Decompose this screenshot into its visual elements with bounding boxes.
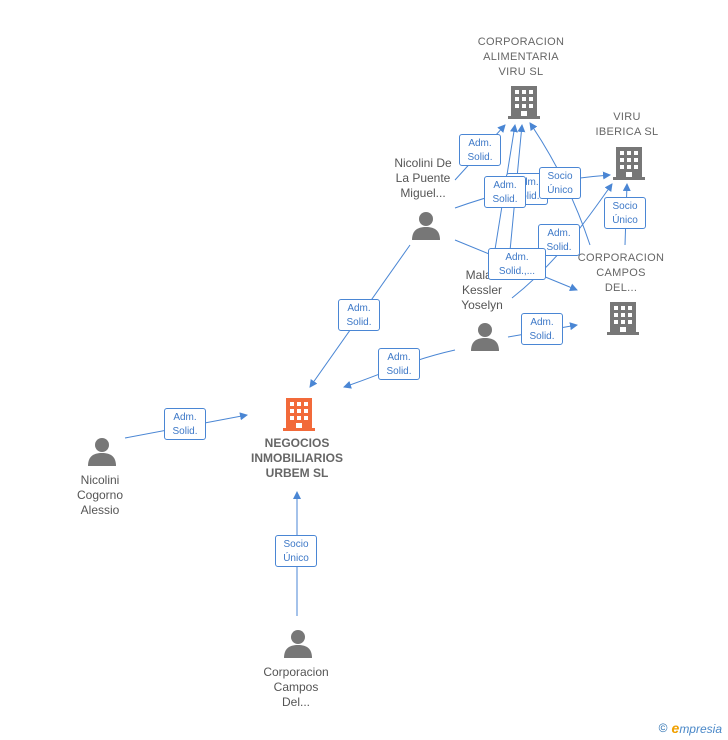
node-label-nicolini-de-la-puente[interactable]: Nicolini De La Puente Miguel... [394, 156, 452, 200]
empresia-logo[interactable]: © empresia [659, 720, 722, 736]
edge-label-socio-unico[interactable]: Socio Único [539, 167, 581, 199]
building-icon[interactable] [613, 145, 645, 181]
node-label-corporacion-alimentaria[interactable]: CORPORACION ALIMENTARIA VIRU SL [477, 36, 565, 78]
edge-label-socio-unico[interactable]: Socio Único [275, 535, 317, 567]
person-icon[interactable] [471, 322, 499, 352]
edge-label-adm-solid[interactable]: Adm. Solid. [164, 408, 206, 440]
edge-label-adm-solid[interactable]: Adm. Solid. [338, 299, 380, 331]
edge-label-socio-unico[interactable]: Socio Único [604, 197, 646, 229]
person-icon[interactable] [412, 211, 440, 241]
node-label-corporacion-campos-person[interactable]: Corporacion Campos Del... [263, 665, 329, 709]
edge-label-adm-solid-more[interactable]: Adm. Solid.,... [488, 248, 546, 280]
building-icon[interactable] [607, 300, 639, 336]
building-focus-icon[interactable] [283, 396, 315, 432]
edge-label-adm-solid[interactable]: Adm. Solid. [538, 224, 580, 256]
node-label-viru-iberica[interactable]: VIRU IBERICA SL [595, 111, 659, 138]
brand-name: mpresia [679, 722, 722, 736]
edge-label-adm-solid[interactable]: Adm. Solid. [459, 134, 501, 166]
edge-label-adm-solid[interactable]: Adm. Solid. [378, 348, 420, 380]
building-icon[interactable] [508, 84, 540, 120]
brand-e-letter: e [671, 720, 680, 736]
node-label-corporacion-campos-del[interactable]: CORPORACION CAMPOS DEL... [577, 252, 665, 294]
edge-label-adm-solid[interactable]: Adm. Solid. [484, 176, 526, 208]
person-icon[interactable] [88, 437, 116, 467]
person-icon[interactable] [284, 629, 312, 659]
copyright-symbol: © [658, 721, 668, 735]
node-label-nicolini-cogorno[interactable]: Nicolini Cogorno Alessio [76, 473, 124, 517]
edge-label-adm-solid[interactable]: Adm. Solid. [521, 313, 563, 345]
node-label-negocios-inmobiliarios[interactable]: NEGOCIOS INMOBILIARIOS URBEM SL [251, 436, 343, 480]
